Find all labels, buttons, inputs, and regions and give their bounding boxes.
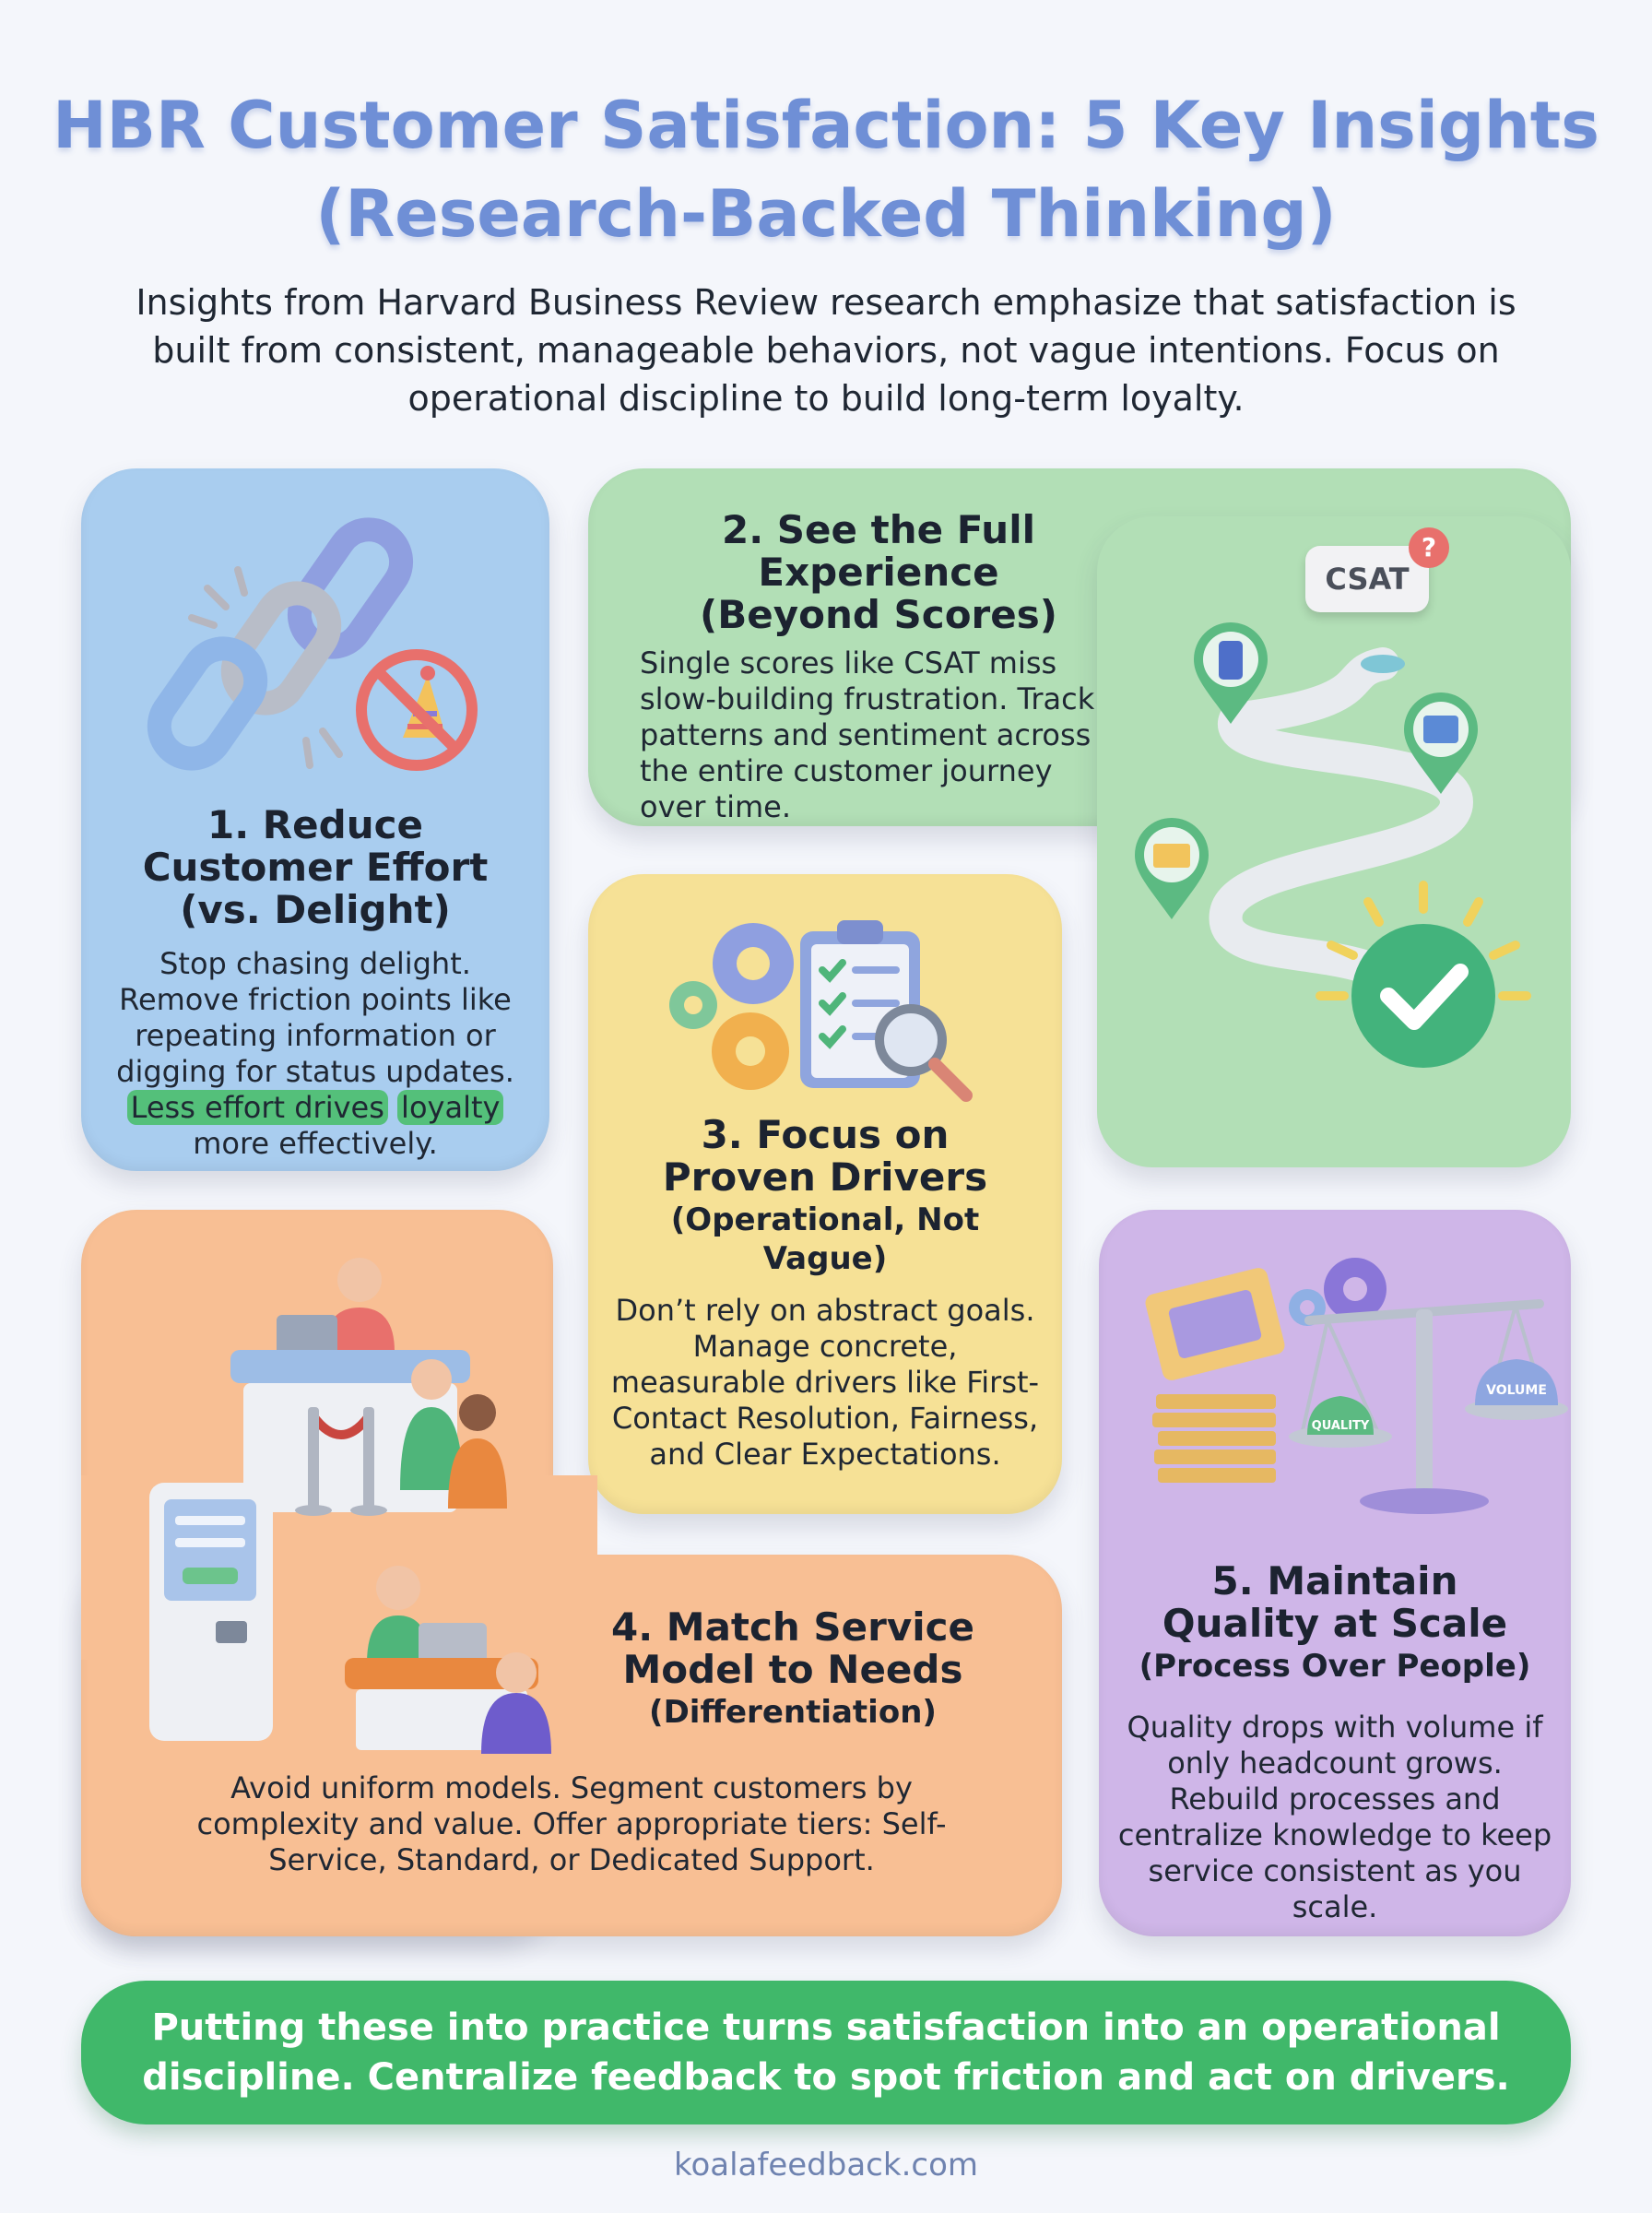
question-mark: ? [1421, 532, 1437, 562]
card5-subtitle: (Process Over People) [1139, 1648, 1531, 1685]
card4-title: 4. Match Service Model to Needs [610, 1604, 975, 1692]
page-title-line-1: HBR Customer Satisfaction: 5 Key Insight… [53, 88, 1599, 163]
queue-rope-icon [295, 1407, 387, 1516]
card1-title: 1. Reduce Customer Effort (vs. Delight) [142, 802, 489, 932]
people-icon [400, 1359, 507, 1509]
card5-body: Quality drops with volume if only headco… [1117, 1710, 1552, 1924]
card1-body-end: more effectively. [193, 1126, 438, 1161]
email-pin-icon [1135, 818, 1209, 919]
balance-scale-icon: QUALITY VOLUME [1289, 1299, 1568, 1514]
card1-highlight-2: loyalty [397, 1090, 504, 1125]
card4-body: Avoid uniform models. Segment customers … [196, 1770, 947, 1877]
no-party-icon [356, 649, 478, 771]
card3-body: Don’t rely on abstract goals. Manage con… [610, 1293, 1040, 1472]
ticket-stack-icon [1145, 1268, 1285, 1483]
laptop-desk-icon [345, 1566, 551, 1754]
broken-chain-icon [147, 517, 414, 771]
csat-label: CSAT [1325, 562, 1410, 597]
checkmark-sun-icon [1316, 881, 1531, 1068]
card2-body: Single scores like CSAT miss slow-buildi… [640, 645, 1095, 824]
volume-weight-label: VOLUME [1486, 1383, 1547, 1398]
summary-banner: Putting these into practice turns satisf… [81, 1981, 1571, 2124]
page-title: HBR Customer Satisfaction: 5 Key Insight… [0, 81, 1652, 258]
card4-title-block: 4. Match Service Model to Needs (Differe… [590, 1606, 996, 1732]
card5-text: 5. Maintain Quality at Scale (Process Ov… [1117, 1560, 1552, 1925]
card2-title: 2. See the Full Experience (Beyond Score… [700, 507, 1057, 637]
gears-icon [669, 923, 794, 1090]
gears-icon [1289, 1258, 1386, 1326]
kiosk-icon [149, 1483, 273, 1741]
question-badge-icon: ? [1409, 527, 1449, 568]
card1-body: Stop chasing delight. Remove friction po… [103, 946, 527, 1162]
card2-text: 2. See the Full Experience (Beyond Score… [616, 509, 1141, 825]
card4-subtitle: (Differentiation) [649, 1694, 937, 1731]
summary-banner-text: Putting these into practice turns satisf… [142, 2006, 1510, 2099]
card1-body-text: Stop chasing delight. Remove friction po… [116, 946, 514, 1089]
card1-text: 1. Reduce Customer Effort (vs. Delight) … [103, 804, 527, 1162]
card3-text: 3. Focus on Proven Drivers (Operational,… [610, 1114, 1040, 1473]
card3-subtitle: (Operational, Not Vague) [670, 1201, 980, 1277]
footer-site: koalafeedback.com [673, 2147, 978, 2183]
card3-title: 3. Focus on Proven Drivers [662, 1112, 988, 1200]
card1-highlight-1: Less effort drives [126, 1090, 388, 1125]
magnifier-icon [875, 1004, 973, 1102]
page-title-line-2: (Research-Backed Thinking) [315, 176, 1337, 252]
quality-weight-label: QUALITY [1312, 1419, 1370, 1433]
card5-title: 5. Maintain Quality at Scale [1162, 1558, 1508, 1646]
phone-pin-icon [1194, 622, 1268, 724]
csat-bubble-icon: CSAT [1305, 546, 1429, 612]
browser-pin-icon [1404, 692, 1478, 794]
page-subtitle: Insights from Harvard Business Review re… [136, 282, 1516, 419]
